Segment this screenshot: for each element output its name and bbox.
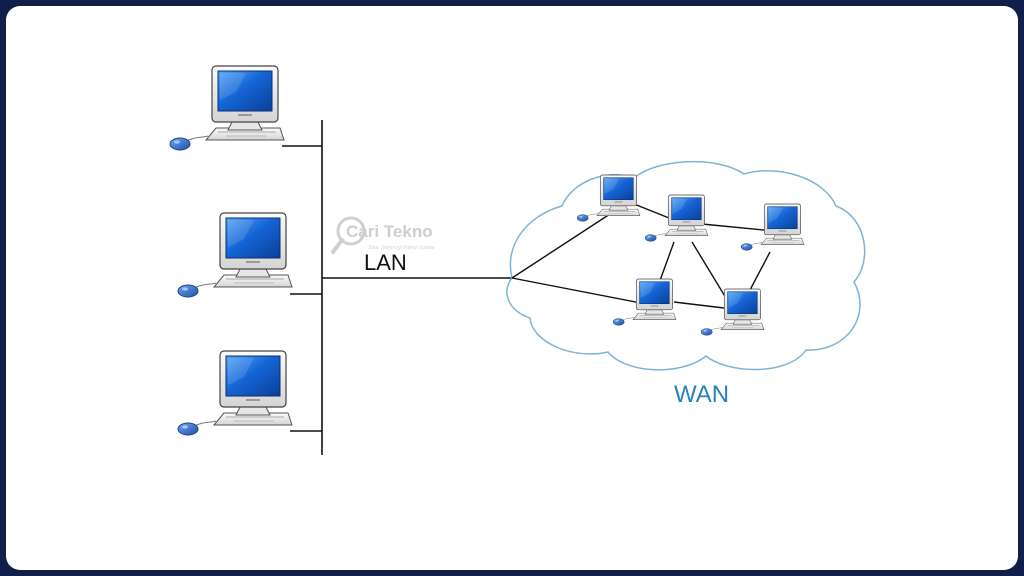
watermark-title: Cari Tekno <box>346 222 433 241</box>
diagram-frame: Cari Tekno Situs Teknologi Paling Update… <box>6 6 1018 570</box>
lan-computer-1 <box>169 65 285 151</box>
wan-computer-3 <box>740 203 805 251</box>
lan-label: LAN <box>364 250 407 275</box>
wan-links <box>511 203 771 309</box>
watermark: Cari Tekno Situs Teknologi Paling Update <box>331 216 435 254</box>
lan-computer-3 <box>177 350 293 436</box>
watermark-subtitle: Situs Teknologi Paling Update <box>368 245 435 251</box>
wan-label: WAN <box>674 381 729 408</box>
wan-cloud <box>506 161 866 371</box>
wan-computer-5 <box>700 288 765 336</box>
network-diagram: Cari Tekno Situs Teknologi Paling Update… <box>169 65 866 455</box>
wan-computer-2 <box>644 194 709 242</box>
wan-computer-4 <box>612 278 677 326</box>
magnifier-icon <box>331 216 366 254</box>
lan-computer-2 <box>177 212 293 298</box>
